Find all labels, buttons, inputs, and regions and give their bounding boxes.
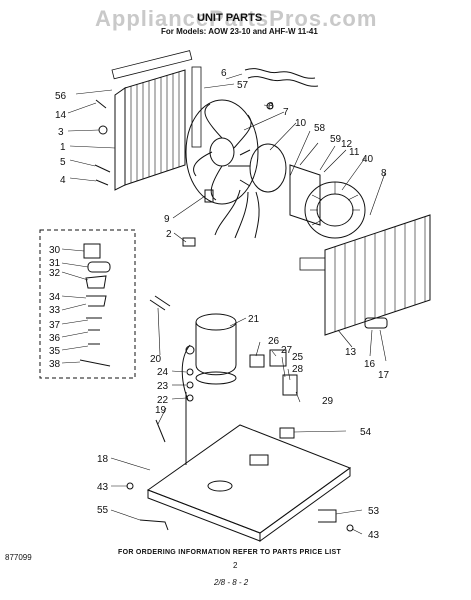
callout-16: 16 — [364, 359, 376, 370]
callout-17: 17 — [378, 370, 390, 381]
callout-12: 12 — [341, 139, 353, 150]
callout-43b: 43 — [368, 530, 380, 541]
callout-30: 30 — [49, 245, 61, 256]
callout-36: 36 — [49, 333, 61, 344]
callout-37: 37 — [49, 320, 61, 331]
callout-7: 7 — [283, 107, 289, 118]
callout-5: 5 — [60, 157, 66, 168]
callout-33: 33 — [49, 305, 61, 316]
callout-20: 20 — [150, 354, 162, 365]
callout-labels: 56 57 6 14 3 1 5 4 8 7 10 58 59 12 11 40… — [49, 68, 390, 541]
callout-43a: 43 — [97, 482, 109, 493]
revision-date: 2/8 - 8 - 2 — [214, 578, 249, 587]
document-code: 877099 — [5, 553, 32, 562]
callout-32: 32 — [49, 268, 61, 279]
callout-8a: 8 — [268, 101, 274, 112]
callout-53: 53 — [368, 506, 380, 517]
callout-11: 11 — [349, 147, 360, 158]
callout-18: 18 — [97, 454, 109, 465]
callout-55: 55 — [97, 505, 109, 516]
callout-34: 34 — [49, 292, 61, 303]
callout-25: 25 — [292, 352, 304, 363]
callout-10: 10 — [295, 118, 307, 129]
leader-lines — [61, 73, 387, 535]
callout-31: 31 — [49, 258, 61, 269]
callout-3: 3 — [58, 127, 64, 138]
compressor — [181, 313, 237, 465]
watermark: AppliancePartsPros.com — [95, 6, 378, 31]
callout-2: 2 — [166, 229, 172, 240]
base-pan — [139, 424, 352, 542]
callout-54: 54 — [360, 427, 372, 438]
tubing — [244, 68, 319, 87]
fan-blade — [185, 99, 259, 205]
callout-29: 29 — [322, 396, 334, 407]
callout-8b: 8 — [381, 168, 387, 179]
callout-21: 21 — [248, 314, 260, 325]
blower-wheel — [289, 164, 366, 239]
callout-1: 1 — [60, 142, 66, 153]
callout-57: 57 — [237, 80, 249, 91]
callout-6: 6 — [221, 68, 227, 79]
fan-motor — [214, 143, 287, 239]
callout-23: 23 — [157, 381, 169, 392]
control-components — [79, 243, 111, 367]
callout-38: 38 — [49, 359, 61, 370]
controls-panel-box — [39, 229, 136, 379]
callout-22: 22 — [157, 395, 169, 406]
callout-27: 27 — [281, 345, 293, 356]
callout-19: 19 — [155, 405, 167, 416]
callout-40: 40 — [362, 154, 374, 165]
callout-28: 28 — [292, 364, 304, 375]
callout-35: 35 — [49, 346, 61, 357]
condenser-coil-left — [111, 50, 202, 191]
hardware — [94, 99, 354, 532]
ordering-note: FOR ORDERING INFORMATION REFER TO PARTS … — [118, 549, 342, 556]
callout-9: 9 — [164, 214, 170, 225]
callout-13: 13 — [345, 347, 357, 358]
callout-56: 56 — [55, 91, 67, 102]
callout-4: 4 — [60, 175, 66, 186]
callout-14: 14 — [55, 110, 67, 121]
callout-26: 26 — [268, 336, 280, 347]
evaporator-coil-right — [299, 214, 431, 336]
callout-59: 59 — [330, 134, 342, 145]
diagram-title: UNIT PARTS — [197, 12, 263, 24]
callout-24: 24 — [157, 367, 169, 378]
callout-58: 58 — [314, 123, 326, 134]
page-number: 2 — [233, 561, 238, 570]
model-subtitle: For Models: AOW 23-10 and AHF-W 11-41 — [161, 27, 318, 36]
